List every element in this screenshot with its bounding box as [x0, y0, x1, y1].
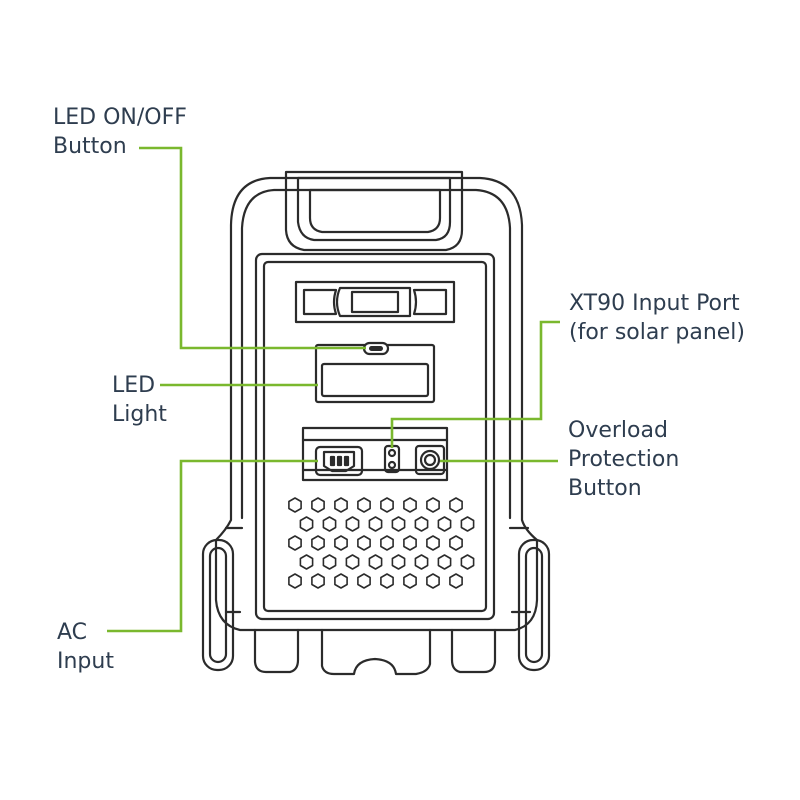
vent-hole [380, 573, 394, 589]
leader-lines [107, 146, 560, 633]
callout-led-light: LED Light [112, 371, 167, 429]
vent-hole [368, 554, 383, 570]
vent-hole [449, 535, 463, 551]
front-grip-icon [294, 280, 456, 324]
callout-xt90: XT90 Input Port (for solar panel) [569, 289, 745, 347]
vent-hole [288, 535, 302, 551]
callout-ac-input-line1: AC [57, 620, 88, 645]
xt90-port-icon [383, 444, 401, 474]
vent-hole [334, 497, 348, 513]
vent-hole [311, 535, 325, 551]
vent-hole [391, 516, 406, 532]
device-lower-shell [224, 526, 532, 614]
wheel-icon [201, 538, 235, 672]
vent-hole [322, 516, 337, 532]
vent-hole [460, 516, 475, 532]
wheel-icon [517, 538, 551, 672]
vent-hole [345, 554, 360, 570]
vent-hole [426, 573, 440, 589]
vent-hole [311, 497, 325, 513]
callout-overload-line3: Button [568, 476, 642, 501]
vent-hole [460, 554, 475, 570]
vent-hole [437, 554, 452, 570]
vent-hole [311, 573, 325, 589]
vent-hole [288, 497, 302, 513]
vent-hole [403, 497, 417, 513]
vent-hole [426, 535, 440, 551]
callout-led-light-line1: LED [112, 373, 156, 398]
device-feet [253, 628, 497, 676]
ac-socket-icon [314, 445, 364, 477]
callout-led-light-line2: Light [112, 402, 167, 427]
vent-hole [380, 535, 394, 551]
leader-led-button [139, 146, 366, 350]
callout-led-button: LED ON/OFF Button [53, 103, 187, 161]
vent-hole [299, 554, 314, 570]
vent-hole [357, 535, 371, 551]
callout-xt90-line1: XT90 Input Port [569, 291, 740, 316]
vent-hole [288, 573, 302, 589]
leader-ac-input [107, 459, 318, 633]
vent-hole [391, 554, 406, 570]
callout-led-button-line1: LED ON/OFF [53, 105, 187, 130]
callout-ac-input-line2: Input [57, 649, 114, 674]
vent-hole [449, 497, 463, 513]
vent-hole [334, 535, 348, 551]
callout-overload-line1: Overload [568, 418, 668, 443]
vent-hole [426, 497, 440, 513]
vent-hole [368, 516, 383, 532]
led-switch-icon [362, 341, 390, 356]
vent-hole [322, 554, 337, 570]
vent-hole [299, 516, 314, 532]
vent-hole [334, 573, 348, 589]
vent-hole [380, 497, 394, 513]
front-panel [254, 252, 496, 621]
vent-hole [403, 535, 417, 551]
vent-hole [449, 573, 463, 589]
device-body [214, 176, 539, 632]
vent-hole [357, 497, 371, 513]
callout-led-button-line2: Button [53, 134, 127, 159]
front-panel-inner [262, 260, 488, 613]
callout-overload: Overload Protection Button [568, 416, 679, 503]
handle-icon [284, 170, 464, 252]
vent-hole [403, 573, 417, 589]
callout-ac-input: AC Input [57, 618, 114, 676]
vent-grille-icon [288, 497, 475, 589]
callout-xt90-line2: (for solar panel) [569, 320, 745, 345]
port-panel [301, 426, 449, 482]
leader-xt90 [390, 320, 560, 448]
callout-overload-line2: Protection [568, 447, 680, 472]
vent-hole [414, 516, 429, 532]
vent-hole [357, 573, 371, 589]
vent-hole [414, 554, 429, 570]
vent-hole [345, 516, 360, 532]
vent-hole [437, 516, 452, 532]
device-body-inner [240, 188, 512, 520]
